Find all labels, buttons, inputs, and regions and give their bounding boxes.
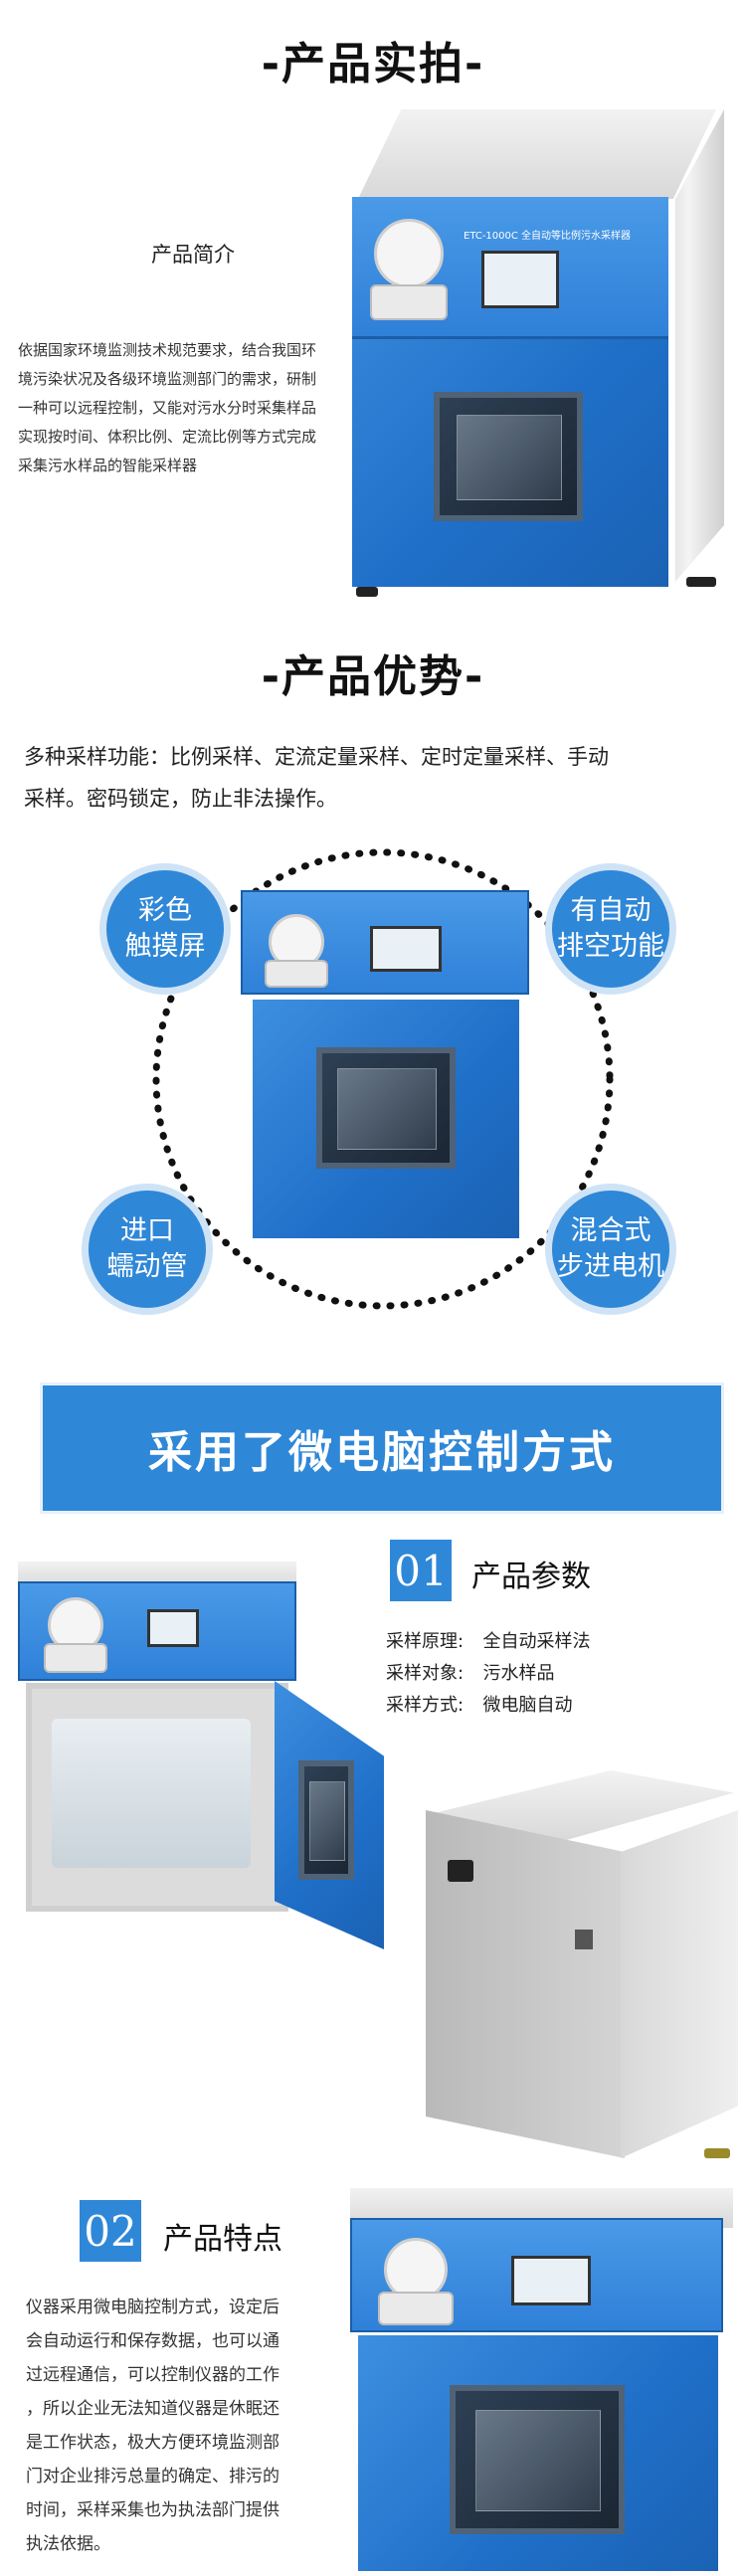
badge-line: 步进电机 — [557, 1251, 664, 1282]
param-value: 全自动采样法 — [482, 1631, 591, 1652]
param-value: 污水样品 — [482, 1663, 555, 1684]
badge-line: 有自动 — [570, 895, 652, 926]
features-paragraph: 仪器采用微电脑控制方式，设定后 会自动运行和保存数据，也可以通 过远程通信，可以… — [26, 2291, 280, 2561]
badge-line: 排空功能 — [557, 931, 664, 962]
product-photo-features — [350, 2188, 733, 2571]
features-number: 02 — [80, 2200, 141, 2262]
intro-line: 境污染状况及各级环境监测部门的需求，研制 — [18, 370, 317, 388]
features-line: 门对企业排污总量的确定、排污的 — [26, 2467, 280, 2486]
device-model-label: ETC-1000C 全自动等比例污水采样器 — [464, 231, 632, 242]
advantages-description: 多种采样功能：比例采样、定流定量采样、定时定量采样、手动 采样。密码锁定，防止非… — [24, 736, 609, 820]
param-value: 微电脑自动 — [482, 1695, 573, 1716]
param-row: 采样方式: 微电脑自动 — [386, 1691, 573, 1717]
param-row: 采样对象: 污水样品 — [386, 1659, 555, 1685]
badge-line: 进口 — [120, 1215, 174, 1246]
badge-stepper-motor: 混合式 步进电机 — [545, 1184, 676, 1315]
params-heading: 产品参数 — [471, 1560, 591, 1594]
features-line: 会自动运行和保存数据，也可以通 — [26, 2331, 280, 2351]
params-number: 01 — [390, 1540, 452, 1601]
badge-touchscreen: 彩色 触摸屏 — [99, 863, 231, 995]
intro-paragraph: 依据国家环境监测技术规范要求，结合我国环 境污染状况及各级环境监测部门的需求，研… — [18, 336, 316, 480]
features-line: ，所以企业无法知道仪器是休眠还 — [26, 2399, 280, 2419]
badge-peristaltic-tube: 进口 蠕动管 — [82, 1184, 213, 1315]
microcomputer-banner: 采用了微电脑控制方式 — [40, 1382, 724, 1514]
features-line: 是工作状态，极大方便环境监测部 — [26, 2433, 280, 2453]
features-line: 过远程通信，可以控制仪器的工作 — [26, 2365, 280, 2385]
badge-line: 蠕动管 — [106, 1251, 188, 1282]
advantages-line: 多种采样功能：比例采样、定流定量采样、定时定量采样、手动 — [24, 745, 609, 769]
product-photo-advantages — [241, 890, 529, 1243]
product-photo-back — [426, 1770, 739, 2188]
badge-line: 混合式 — [570, 1215, 652, 1246]
features-line: 仪器采用微电脑控制方式，设定后 — [26, 2298, 280, 2317]
badge-line: 彩色 — [138, 895, 192, 926]
badge-auto-drain: 有自动 排空功能 — [545, 863, 676, 995]
intro-line: 依据国家环境监测技术规范要求，结合我国环 — [18, 341, 317, 359]
intro-line: 一种可以远程控制，又能对污水分时采集样品 — [18, 399, 317, 417]
intro-line: 采集污水样品的智能采样器 — [18, 457, 198, 474]
product-photo-open — [18, 1562, 388, 1959]
param-row: 采样原理: 全自动采样法 — [386, 1627, 591, 1653]
param-label: 采样对象: — [386, 1663, 465, 1684]
badge-line: 触摸屏 — [124, 931, 206, 962]
param-label: 采样方式: — [386, 1695, 465, 1716]
features-heading: 产品特点 — [163, 2222, 282, 2257]
section-title-product-photos: -产品实拍- — [261, 39, 485, 90]
param-label: 采样原理: — [386, 1631, 465, 1652]
section-title-advantages: -产品优势- — [261, 651, 485, 702]
intro-line: 实现按时间、体积比例、定流比例等方式完成 — [18, 428, 317, 446]
advantages-line: 采样。密码锁定，防止非法操作。 — [24, 787, 337, 811]
product-photo-front: ETC-1000C 全自动等比例污水采样器 — [348, 109, 741, 627]
intro-heading: 产品简介 — [151, 243, 235, 267]
features-line: 执法依据。 — [26, 2534, 110, 2554]
features-line: 时间，采样采集也为执法部门提供 — [26, 2500, 280, 2520]
dotted-circle — [152, 848, 614, 1310]
